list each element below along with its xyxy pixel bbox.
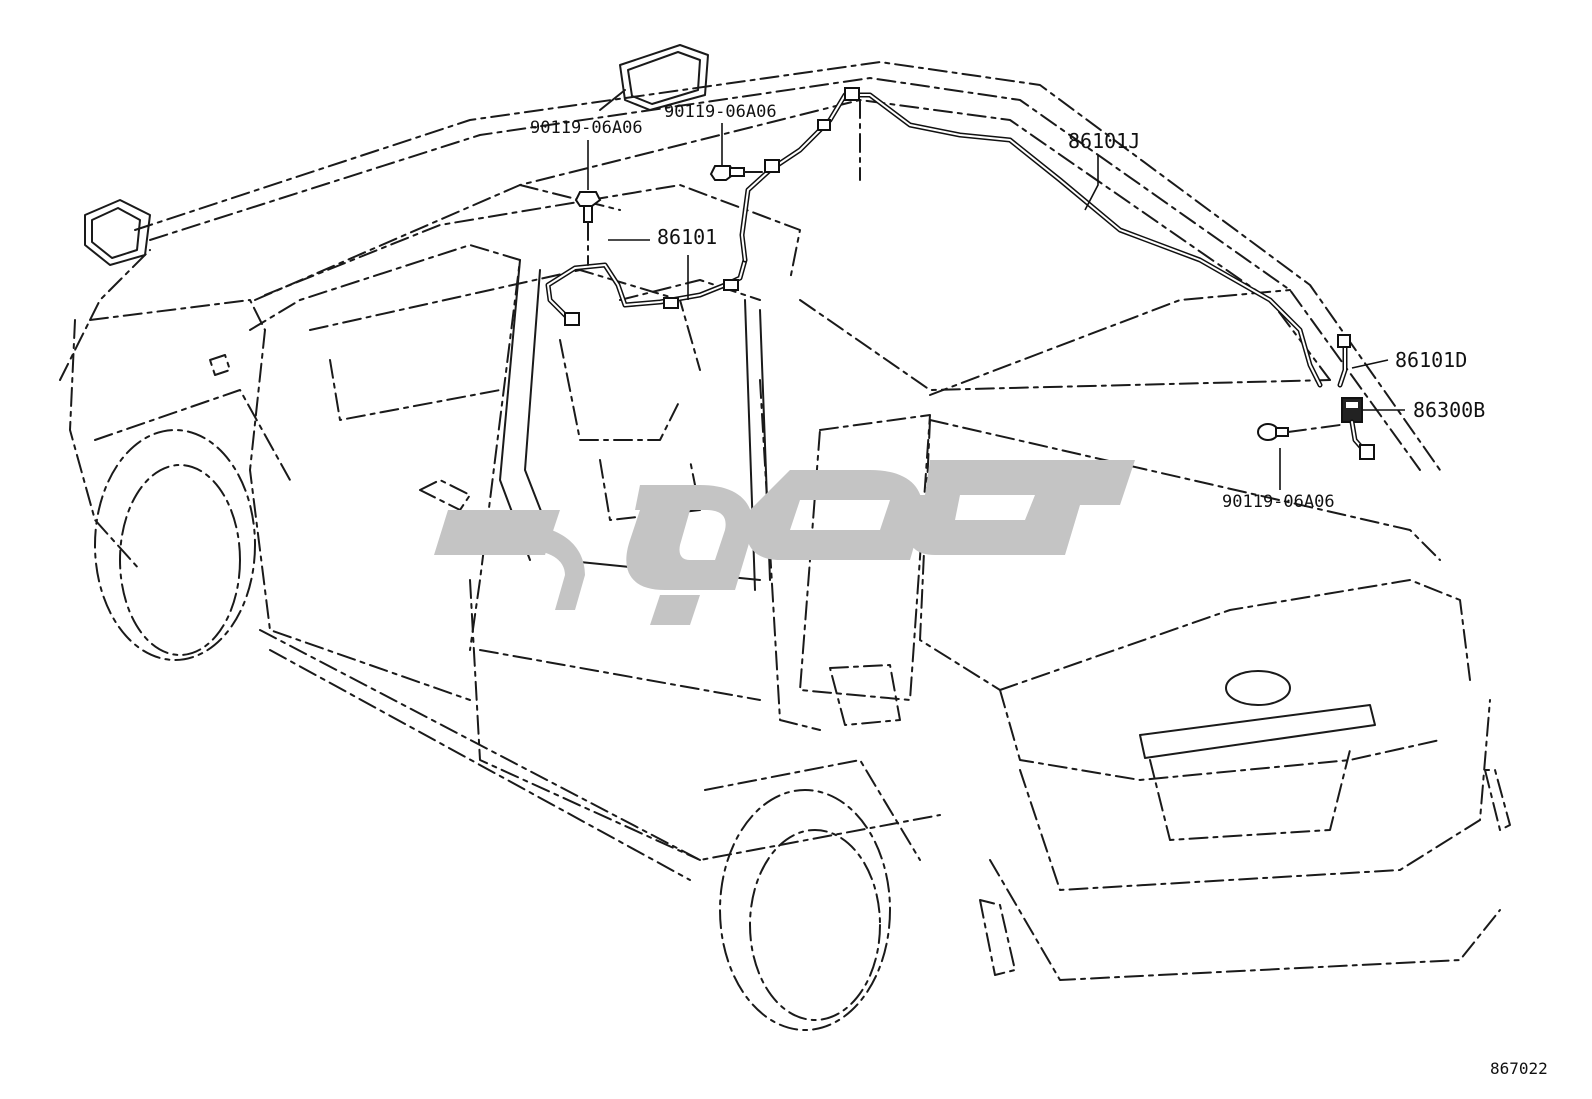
label-antenna-amp: 86300B (1413, 398, 1485, 422)
wire-harness-86101D (1337, 334, 1351, 388)
rear-emblem (1139, 670, 1376, 759)
label-harness-main: 86101 (657, 225, 717, 249)
side-mirror-right (599, 44, 709, 111)
bolt-icon-rear (1257, 423, 1341, 441)
side-mirror-left (84, 199, 151, 266)
label-harness-rear: 86101D (1395, 348, 1467, 372)
wire-harness-86101J (739, 87, 1323, 388)
wire-harness-86101 (545, 257, 748, 326)
leader-lines (587, 123, 1405, 490)
vehicle-body-outline (59, 61, 1511, 981)
bolt-icon-top-left (574, 191, 602, 266)
label-harness-roof: 86101J (1068, 129, 1140, 153)
label-bolt-top-left: 90119-06A06 (530, 118, 643, 138)
bolt-icon-top-center (709, 165, 766, 181)
front-wheel (94, 389, 291, 661)
antenna-amplifier-86300B (1341, 397, 1375, 460)
diagram-id: 867022 (1490, 1059, 1548, 1078)
rear-wheel (704, 759, 921, 1031)
label-bolt-rear: 90119-06A06 (1222, 492, 1335, 512)
watermark-logo (434, 460, 1135, 625)
label-bolt-top-center: 90119-06A06 (664, 102, 777, 122)
